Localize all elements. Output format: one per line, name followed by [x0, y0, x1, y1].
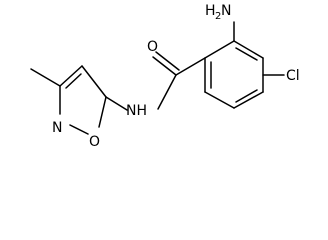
amide-nh-label: NH: [126, 103, 147, 119]
carbonyl-double-bond-1: [152, 56, 177, 76]
isoxazole-bond-c4-c3: [59, 65, 83, 87]
amide-isoxazole-bond: [105, 96, 128, 111]
isoxazole-bond-o-c5: [98, 96, 107, 128]
isoxazole-bond-c4-c3-inner: [65, 73, 82, 89]
amine-h-label: H: [205, 3, 216, 19]
isoxazole-bond-c5-c4: [81, 65, 107, 98]
methyl-bond: [30, 68, 61, 87]
benzene-bond-2-inner: [235, 47, 258, 61]
chlorine-label: Cl: [286, 68, 300, 84]
isoxazole-nitrogen-label: N: [52, 120, 62, 136]
benzene-bond-1: [204, 40, 235, 59]
benzene-bond-2: [233, 40, 264, 59]
carbonyl-double-bond-2: [155, 51, 180, 71]
chemical-structure: H 2 N Cl O NH N O: [30, 3, 300, 150]
amide-bond: [157, 74, 177, 110]
isoxazole-oxygen-label: O: [89, 134, 100, 150]
benzene-bond-4-inner: [235, 89, 258, 103]
isoxazole-bond-n-o: [69, 124, 89, 135]
benzene-bond-4: [233, 91, 264, 109]
aryl-carbonyl-bond: [175, 57, 206, 76]
amine-subscript: 2: [215, 11, 221, 22]
benzene-bond-5: [204, 91, 235, 109]
amine-n-label: N: [221, 3, 231, 19]
carbonyl-oxygen-label: O: [147, 39, 158, 55]
